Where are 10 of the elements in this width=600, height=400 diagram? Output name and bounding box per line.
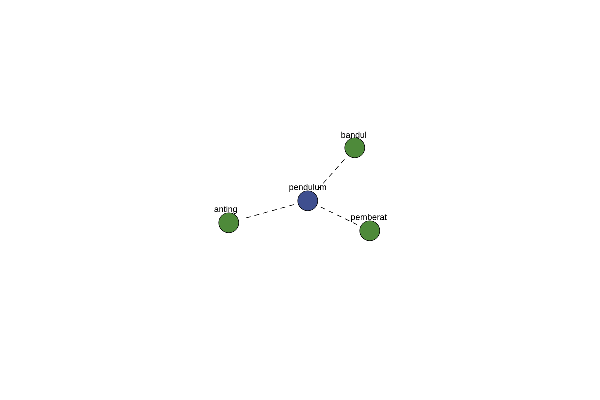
node-circle <box>360 220 380 242</box>
node-circle <box>344 138 366 158</box>
node-label: pendulum <box>290 184 326 192</box>
node-circle <box>218 212 240 234</box>
dashed-line <box>320 206 358 226</box>
node-circle <box>298 190 318 212</box>
node-label: anting <box>214 206 238 214</box>
dashed-line <box>317 158 346 191</box>
node-label: pemberat <box>351 214 388 222</box>
node-label: bandul <box>342 132 366 138</box>
